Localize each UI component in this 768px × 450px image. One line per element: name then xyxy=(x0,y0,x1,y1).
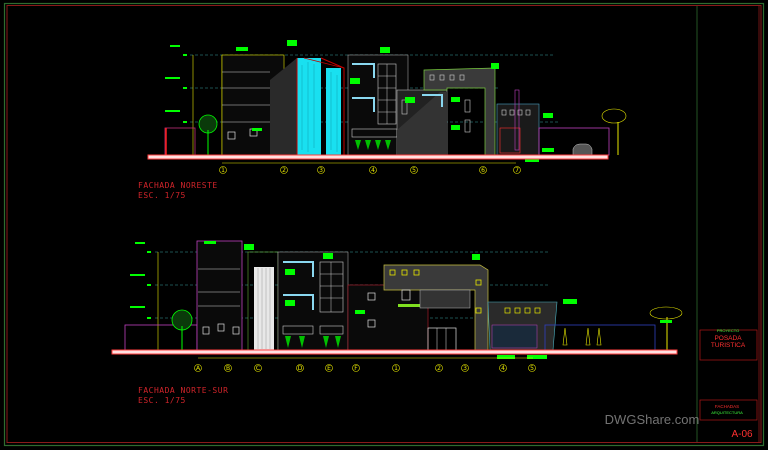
content-label: FACHADAS xyxy=(715,404,739,409)
project-box xyxy=(699,329,758,361)
level-markers xyxy=(130,242,151,319)
grid-axis-label: 6 xyxy=(481,167,485,174)
annotation-labels xyxy=(236,40,553,162)
title-block: PROYECTO POSADA TURISTICA FACHADAS ARQUI… xyxy=(605,6,760,442)
grid-axis-label: E xyxy=(327,365,331,372)
project-label: PROYECTO xyxy=(717,328,739,333)
grid-axis-label: D xyxy=(298,365,303,372)
grid-axes-noreste xyxy=(219,166,521,174)
annotation-labels xyxy=(204,241,672,359)
car-icon xyxy=(572,143,593,156)
elevation-scale: ESC. 1/75 xyxy=(138,191,186,200)
tree-icon xyxy=(198,114,218,155)
grid-axis-label: 4 xyxy=(501,365,505,372)
grid-axis-label: 3 xyxy=(463,365,467,372)
tree-icon xyxy=(171,309,193,350)
elevation-scale: ESC. 1/75 xyxy=(138,396,186,405)
content-box xyxy=(699,399,758,421)
sheet-frame-outer xyxy=(3,2,765,447)
grid-axis-label: 1 xyxy=(394,365,398,372)
elevation-title: FACHADA NORESTE xyxy=(138,181,218,190)
grid-axis-label: 4 xyxy=(371,167,375,174)
grid-axis-label: 2 xyxy=(282,167,286,174)
grid-axis-label: 5 xyxy=(530,365,534,372)
grid-axis-label: 5 xyxy=(412,167,416,174)
grid-axes-norte-sur xyxy=(194,364,536,372)
waterfall-feature xyxy=(296,57,345,155)
grid-axis-label: 2 xyxy=(437,365,441,372)
grid-axis-label: 1 xyxy=(221,167,225,174)
grid-axis-label: 7 xyxy=(515,167,519,174)
discipline-label: ARQUITECTURA xyxy=(711,410,743,415)
level-markers xyxy=(165,45,187,123)
ground-line xyxy=(111,349,678,355)
elevation-norte-sur: A B C D E F 1 2 3 4 5 FACHADA NORTE-SUR … xyxy=(111,240,683,405)
sheet-number: A-06 xyxy=(731,429,753,440)
elevation-title: FACHADA NORTE-SUR xyxy=(138,386,228,395)
ground-line xyxy=(147,154,609,160)
grid-axis-label: B xyxy=(226,365,230,372)
elevation-noreste: 1 2 3 4 5 6 7 FACHADA NORESTE ESC. 1/75 xyxy=(138,40,627,200)
grid-axis-label: F xyxy=(354,365,358,372)
grid-axis-label: 3 xyxy=(319,167,323,174)
tree-icon xyxy=(601,108,627,155)
stone-column xyxy=(254,267,274,350)
grid-axis-label: A xyxy=(196,365,201,372)
grid-axis-label: C xyxy=(256,365,260,372)
project-name-line2: TURISTICA xyxy=(711,342,746,349)
sheet-frame-inner xyxy=(6,5,762,443)
watermark: DWGShare.com xyxy=(605,412,700,427)
project-name-line1: POSADA xyxy=(714,335,742,342)
